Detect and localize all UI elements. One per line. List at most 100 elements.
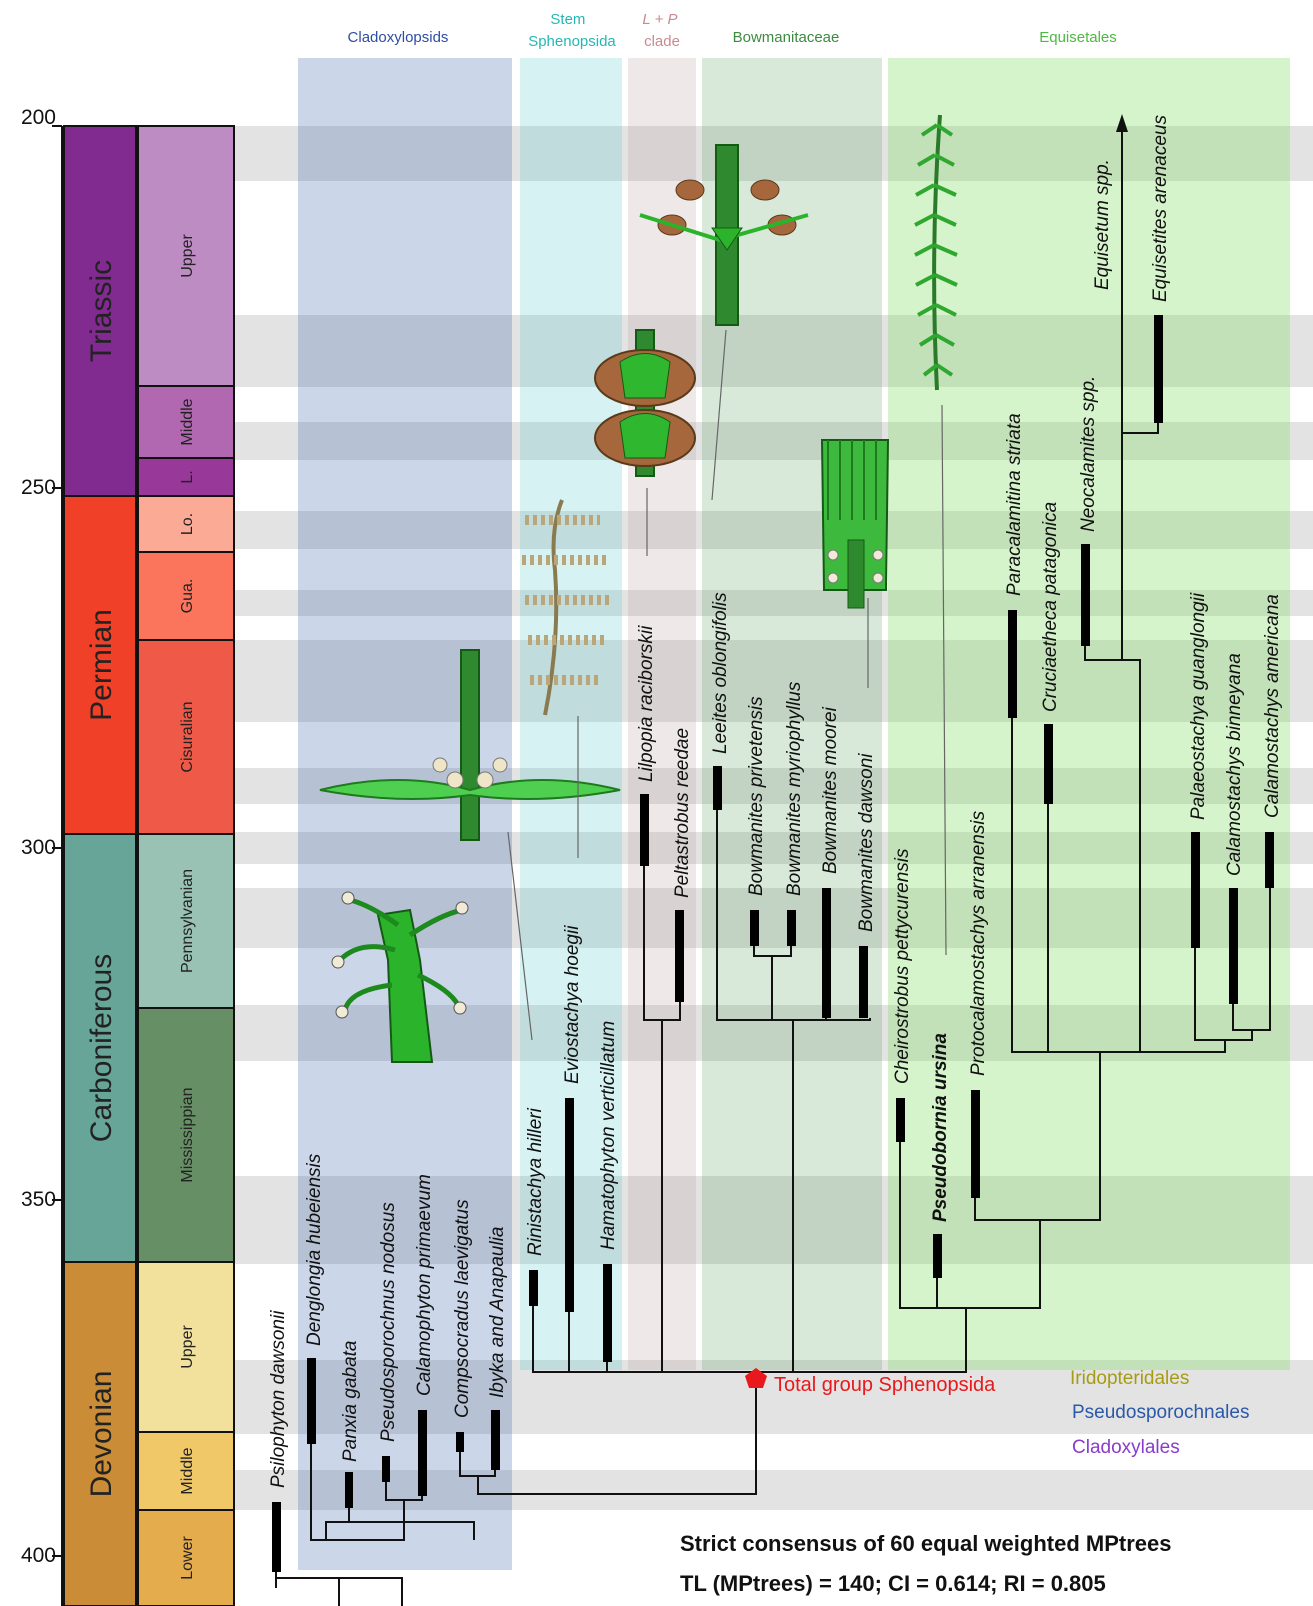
epoch-guadalupian [137,551,235,641]
bowmanites-illustration [820,439,890,609]
bar-bowmanites-privetensis [750,910,759,946]
band-titles: Cladoxylopsids Stem Sphenopsida L + P cl… [348,11,1117,50]
taxon-cruciaetheca: Cruciaetheca patagonica [1040,502,1061,712]
epoch-label-triassic-middle: Middle [179,398,196,445]
fossil-illustrations [319,114,958,1063]
stage-stripes [234,126,1313,1510]
bar-cruciaetheca [1044,724,1053,804]
total-group-label: Total group Sphenopsida [774,1374,996,1396]
period-permian [63,495,137,835]
taxon-bowmanites-dawsoni: Bowmanites dawsoni [856,753,877,932]
bar-palaeostachya [1191,832,1200,948]
total-group-node: Total group Sphenopsida [745,1368,996,1396]
taxon-cheirostrobus: Cheirostrobus pettycurensis [892,848,913,1084]
epoch-label-triassic-upper: Upper [179,234,196,278]
epoch-devonian-upper [137,1261,235,1433]
taxon-calamostachys-americana: Calamostachys americana [1262,594,1283,818]
epoch-lopingian [137,495,235,553]
bar-bowmanites-myriophyllus [787,910,796,946]
period-label-devonian: Devonian [85,1371,118,1498]
bar-calamostachys-americana [1265,832,1274,888]
pseudobornia-illustration [914,114,958,391]
bar-panxia [345,1472,353,1508]
band-title-bowmanitaceae: Bowmanitaceae [733,29,840,46]
bar-paracalamitina [1008,610,1017,718]
bar-compsocradus [456,1432,464,1452]
peltastrobus-illustration [639,144,809,326]
taxon-peltastrobus: Peltastrobus reedae [672,728,693,898]
bar-hamatophyton [603,1264,612,1362]
bar-bowmanites-moorei [822,888,831,1018]
bar-calamophyton [418,1410,427,1496]
taxon-equisetites: Equisetites arenaceus [1150,115,1171,302]
epoch-devonian-lower [137,1509,235,1606]
taxon-bowmanites-myriophyllus: Bowmanites myriophyllus [784,681,805,896]
taxon-rinistachya: Rinistachya hilleri [525,1107,546,1256]
taxon-paracalamitina: Paracalamitina striata [1004,413,1025,596]
bar-cheirostrobus [896,1098,905,1142]
taxon-denglongia: Denglongia hubeiensis [304,1153,325,1346]
band-title-lp-clade: L + P clade [642,11,681,50]
taxon-bowmanites-moorei: Bowmanites moorei [820,706,841,874]
taxon-equisetum: Equisetum spp. [1092,159,1113,290]
taxon-bowmanites-privetensis: Bowmanites privetensis [746,696,767,896]
footer-line-1: Strict consensus of 60 equal weighted MP… [680,1531,1171,1556]
epoch-label-mississippian: Mississippian [179,1087,196,1182]
taxon-labels: Psilophyton dawsonii Denglongia hubeiens… [268,115,1283,1488]
period-label-permian: Permian [85,609,118,721]
illustration-pointers [507,329,947,1041]
age-label-200: 200 [21,106,56,129]
taxon-neocalamites: Neocalamites spp. [1078,376,1099,532]
bar-ibyka [491,1410,500,1470]
epoch-mississippian [137,1007,235,1263]
taxon-compsocradus: Compsocradus laevigatus [452,1199,473,1418]
calamophyton-illustration [331,891,469,1063]
eviostachya-illustration [319,649,621,841]
period-label-carboniferous: Carboniferous [85,954,118,1142]
legend-cladoxylales: Cladoxylales [1072,1437,1180,1458]
band-equisetales [888,58,1290,1370]
band-title-cladoxylopsids: Cladoxylopsids [348,29,449,46]
range-bars [272,315,1274,1572]
bar-pseudosporochnus [382,1456,390,1482]
taxon-protocalamostachys: Protocalamostachys arranensis [968,810,989,1076]
age-label-350: 350 [21,1188,56,1211]
age-label-400: 400 [21,1544,56,1567]
age-axis: 200 250 300 350 400 [21,106,63,1606]
order-legend: Iridopteridales Pseudosporochnales Clado… [1070,1368,1249,1458]
taxon-palaeostachya: Palaeostachya guanglongii [1188,592,1209,820]
epoch-devonian-middle [137,1431,235,1511]
bar-peltastrobus [675,910,684,1002]
bar-pseudobornia [933,1234,942,1278]
period-label-triassic: Triassic [85,260,118,362]
taxon-calamostachys-binneyana: Calamostachys binneyana [1224,653,1245,876]
epoch-triassic-upper [137,125,235,387]
epoch-label-triassic-lower: L. [179,470,196,483]
age-label-300: 300 [21,836,56,859]
bar-rinistachya [529,1270,538,1306]
taxon-eviostachya: Eviostachya hoegii [562,925,583,1084]
taxon-pseudobornia: Pseudobornia ursina [930,1033,951,1222]
bar-neocalamites [1081,544,1090,646]
bar-psilophyton [272,1502,281,1572]
bar-eviostachya [565,1098,574,1312]
time-scale-labels: Triassic Permian Carboniferous Devonian … [85,234,196,1580]
taxon-hamatophyton: Hamatophyton verticillatum [598,1021,619,1250]
period-carboniferous [63,833,137,1263]
band-title-stem-sphenopsida: Stem Sphenopsida [528,11,616,50]
taxon-psilophyton: Psilophyton dawsonii [268,1310,289,1488]
legend-iridopteridales: Iridopteridales [1070,1368,1189,1389]
epoch-label-guadalupian: Gua. [179,579,196,614]
bar-denglongia [307,1358,316,1444]
hamatophyton-illustration [522,499,612,716]
footer-line-2: TL (MPtrees) = 140; CI = 0.614; RI = 0.8… [680,1571,1106,1596]
time-scale [63,125,235,1606]
bar-lilpopia [640,794,649,866]
bar-calamostachys-binneyana [1229,888,1238,1004]
equisetum-arrowhead [1116,114,1128,132]
taxon-lilpopia: Lilpopia raciborskii [636,625,657,782]
taxon-pseudosporochnus: Pseudosporochnus nodosus [378,1202,399,1442]
epoch-label-cisuralian: Cisuralian [179,701,196,772]
epoch-label-devonian-lower: Lower [179,1536,196,1580]
